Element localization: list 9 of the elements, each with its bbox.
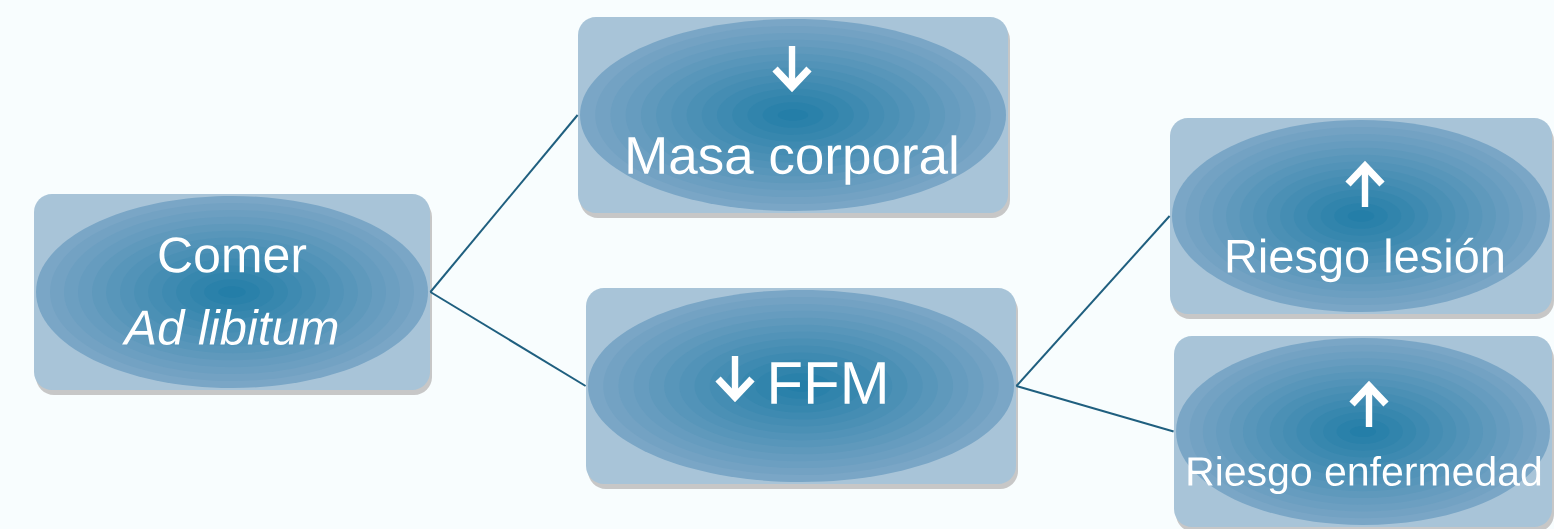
connector-line bbox=[429, 291, 587, 387]
connector-line bbox=[1015, 215, 1171, 387]
process-box: Riesgo enfermedad bbox=[1174, 336, 1554, 529]
connector-line bbox=[429, 114, 579, 293]
process-box: FFM bbox=[586, 288, 1018, 489]
process-box: Comer Ad libitum bbox=[34, 194, 432, 395]
process-box: Riesgo lesión bbox=[1170, 118, 1554, 319]
connector-line bbox=[1015, 385, 1175, 433]
process-box: Masa corporal bbox=[578, 17, 1010, 218]
